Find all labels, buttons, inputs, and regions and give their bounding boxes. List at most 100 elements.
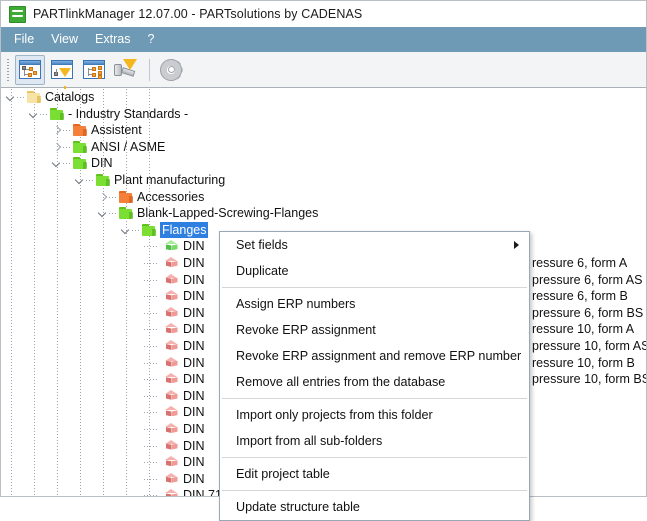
cube-red-icon [165,340,178,352]
chevron-right-icon[interactable] [98,189,109,206]
window-table-icon [83,60,105,79]
chevron-down-icon[interactable] [98,205,109,222]
menu-item-label: Edit project table [236,467,330,481]
tree-node[interactable]: Flanges [1,221,646,239]
tree-node[interactable]: - Industry Standards - [1,106,646,123]
gear-icon [160,58,182,81]
window-title: PARTlinkManager 12.07.00 - PARTsolutions… [33,7,363,21]
tree-part-label: DIN [183,438,205,453]
chevron-right-icon[interactable] [52,122,63,139]
tree-part-label: DIN [183,455,205,470]
tree-connector [144,379,157,381]
ctx-import-only-projects[interactable]: Import only projects from this folder [220,402,529,428]
toolbar-grip[interactable] [5,56,12,83]
filter-view-button[interactable] [47,55,77,91]
ctx-revoke-erp-assignment[interactable]: Revoke ERP assignment [220,317,529,343]
tree-node[interactable]: Accessories [1,189,646,206]
tree-node[interactable]: Assistent [1,122,646,139]
tree-part-row[interactable]: DIN [1,438,646,455]
tree-part-row[interactable]: DIN [1,388,646,405]
submenu-arrow-icon [514,241,519,249]
menu-item-label: Assign ERP numbers [236,297,356,311]
menu-file[interactable]: File [14,32,35,46]
toolbar [1,52,646,91]
tree-part-description: pressure 6, form AS [532,272,643,287]
tree-part-label: DIN [183,471,205,486]
menu-view[interactable]: View [51,32,79,46]
tree-node[interactable]: ANSI / ASME [1,139,646,156]
tree-guide-line [80,89,81,496]
tree-part-row[interactable]: DIN [1,404,646,421]
menu-bar: File View Extras? [1,27,646,52]
ctx-duplicate[interactable]: Duplicate [220,258,529,284]
chevron-down-icon[interactable] [75,172,86,189]
tree-part-row[interactable]: DIN [1,471,646,488]
chevron-down-icon[interactable] [52,155,63,172]
ctx-update-structure-table[interactable]: Update structure table [220,494,529,520]
chevron-down-icon[interactable] [6,89,17,106]
tree-part-description: ressure 10, form B [532,355,635,370]
cube-red-icon [165,472,178,485]
ctx-import-all-subfolders[interactable]: Import from all sub-folders [220,428,529,454]
folder-yellow-icon [27,91,41,103]
tree-connector [17,97,26,98]
tree-part-label: DIN [183,305,205,320]
tree-connector [144,312,157,314]
tree-connector [132,229,141,231]
tree-node[interactable]: Catalogs [1,89,646,106]
folder-green-icon [142,223,156,236]
cube-red-icon [165,273,178,286]
tree-part-row[interactable]: DIN [1,421,646,438]
tree-connector [144,478,157,480]
tree-connector [86,180,95,181]
tree-node-label: Plant manufacturing [114,173,226,187]
menu-item-label: Import only projects from this folder [236,408,433,422]
tree-connector [144,462,157,464]
application-window: PARTlinkManager 12.07.00 - PARTsolutions… [0,0,647,497]
settings-button[interactable] [156,55,186,85]
ctx-remove-all-entries[interactable]: Remove all entries from the database [220,369,529,395]
ctx-set-fields[interactable]: Set fields [220,232,529,258]
part-filter-button[interactable] [111,55,141,85]
folder-green-icon [96,174,110,186]
tree-node-label: Assistent [91,123,142,138]
table-view-button[interactable] [79,55,109,85]
folder-green-icon [119,207,133,220]
tree-guide-line [126,89,127,496]
tree-part-label: DIN [183,289,205,304]
tree-connector [144,445,157,447]
tree-connector [63,130,72,132]
menu-extras[interactable]: Extras [95,32,131,46]
tree-node[interactable]: Blank-Lapped-Screwing-Flanges [1,205,646,222]
ctx-assign-erp-numbers[interactable]: Assign ERP numbers [220,291,529,317]
tree-node[interactable]: DIN [1,155,646,172]
chevron-down-icon[interactable] [121,222,132,239]
tree-connector [144,329,157,331]
tree-part-description: pressure 10, form BS [532,372,646,387]
folder-orange-icon [73,124,87,137]
structure-view-button[interactable] [15,54,45,85]
menu-help[interactable]: ? [147,32,155,46]
chevron-down-icon[interactable] [29,106,40,123]
cube-red-icon [165,306,178,319]
chevron-right-icon[interactable] [52,139,63,156]
cube-green-icon [165,240,178,252]
ctx-edit-project-table[interactable]: Edit project table [220,461,529,487]
tree-part-label: DIN [183,239,205,254]
ctx-revoke-erp-and-remove[interactable]: Revoke ERP assignment and remove ERP num… [220,343,529,369]
tree-part-row[interactable]: DIN [1,454,646,471]
tree-part-row[interactable]: DIN [1,238,646,255]
cube-red-icon [165,356,178,369]
menu-item-label: Set fields [236,238,288,252]
tree-node[interactable]: Plant manufacturing [1,172,646,189]
tree-connector [144,279,157,281]
